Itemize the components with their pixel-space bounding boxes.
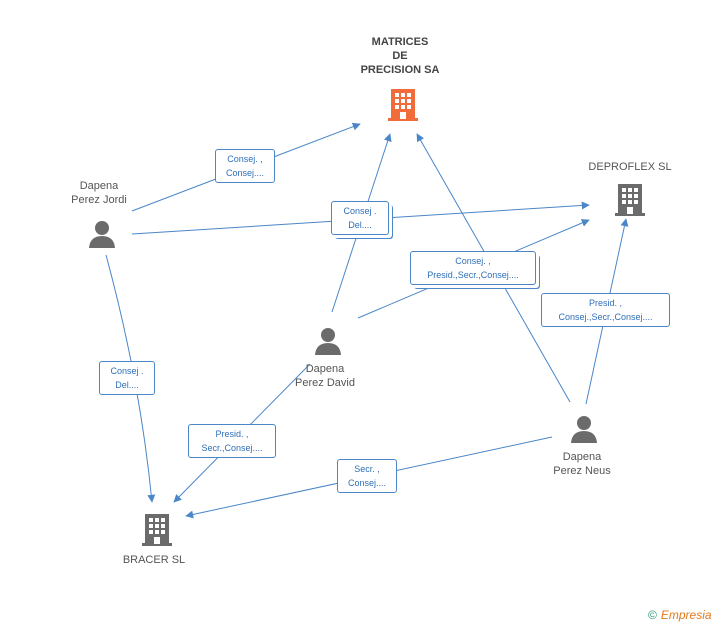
node-label-neus: Dapena Perez Neus	[553, 451, 611, 477]
node-label-david: Dapena Perez David	[295, 363, 355, 389]
building-icon-matrices[interactable]	[387, 87, 419, 121]
building-icon-deproflex[interactable]	[614, 182, 646, 216]
brand-name: Empresia	[660, 608, 712, 622]
edge-label-david-both[interactable]: Consej. , Presid.,Secr.,Consej....	[410, 251, 536, 285]
node-label-jordi: Dapena Perez Jordi	[71, 180, 127, 206]
edge-label-jordi-matrices[interactable]: Consej. , Consej....	[215, 149, 275, 183]
node-label-deproflex: DEPROFLEX SL	[588, 161, 672, 173]
edge-label-neus-deproflex[interactable]: Presid. , Consej.,Secr.,Consej....	[541, 293, 670, 327]
edge-label-david-bracer[interactable]: Presid. , Secr.,Consej....	[188, 424, 276, 458]
node-label-matrices: MATRICES DE PRECISION SA	[360, 36, 440, 76]
person-icon-david[interactable]	[313, 326, 343, 356]
node-label-bracer: BRACER SL	[122, 554, 186, 566]
brand-logo: ©Empresia	[648, 608, 712, 622]
building-icon-bracer[interactable]	[141, 512, 173, 546]
copyright-icon: ©	[648, 608, 657, 622]
edge-label-jordi-deproflex[interactable]: Consej . Del....	[331, 201, 389, 235]
person-icon-neus[interactable]	[569, 414, 599, 444]
edge-label-neus-bracer[interactable]: Secr. , Consej....	[337, 459, 397, 493]
person-icon-jordi[interactable]	[87, 219, 117, 249]
edge-label-jordi-bracer[interactable]: Consej . Del....	[99, 361, 155, 395]
